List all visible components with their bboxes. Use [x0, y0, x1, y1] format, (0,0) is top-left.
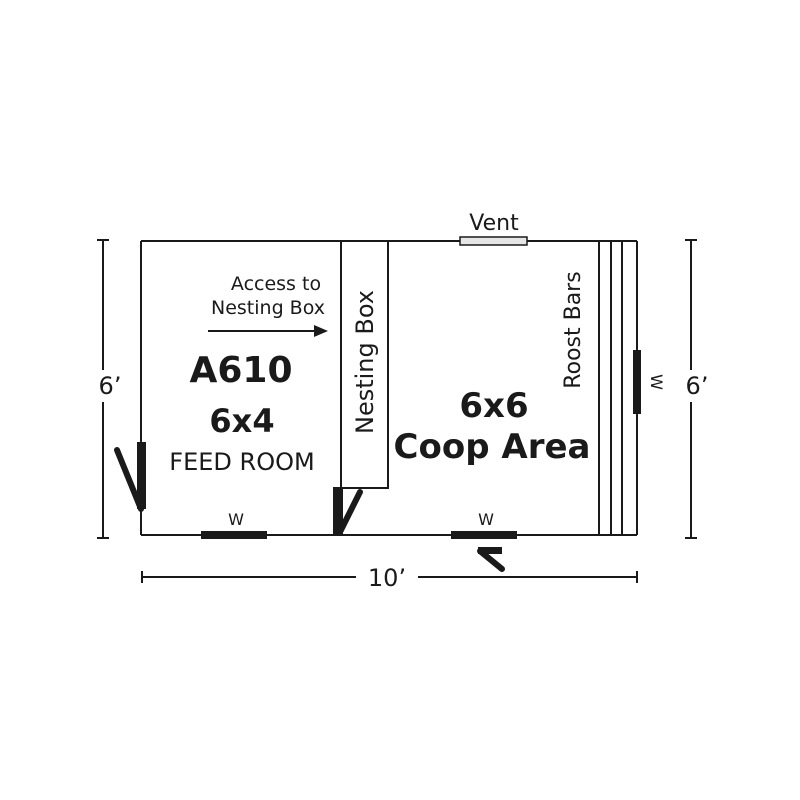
window-coop-bottom: [451, 531, 517, 539]
window-coop-right: [633, 350, 641, 414]
model-label: A610: [189, 350, 292, 391]
vent-label: Vent: [469, 211, 519, 236]
nesting-box: [340, 240, 389, 489]
feed-room-size: 6x4: [209, 402, 274, 440]
coop-size: 6x6: [459, 386, 528, 426]
dimension-bottom-label: 10’: [368, 564, 406, 592]
access-arrow: [208, 325, 328, 337]
window-coop-bottom-label: W: [478, 510, 494, 529]
window-feed-room: [201, 531, 267, 539]
dimension-left: [97, 239, 109, 539]
dimension-right: [685, 239, 697, 539]
window-coop-right-label: W: [647, 374, 666, 390]
window-feed-room-label: W: [228, 510, 244, 529]
nesting-box-label: Nesting Box: [351, 290, 379, 434]
dimension-right-label: 6’: [686, 372, 709, 400]
door-nesting-box: [333, 487, 363, 535]
roost-bars: [598, 241, 623, 535]
roost-bars-label: Roost Bars: [561, 271, 586, 388]
access-label-line1: Access to: [231, 273, 321, 295]
vent: [459, 236, 528, 246]
access-label-line2: Nesting Box: [211, 297, 325, 319]
dimension-left-label: 6’: [99, 372, 122, 400]
coop-label: Coop Area: [394, 427, 591, 467]
feed-room-label: FEED ROOM: [169, 448, 314, 476]
door-feed-room: [114, 442, 146, 512]
dimension-bottom: [141, 571, 638, 583]
door-coop: [477, 547, 505, 572]
